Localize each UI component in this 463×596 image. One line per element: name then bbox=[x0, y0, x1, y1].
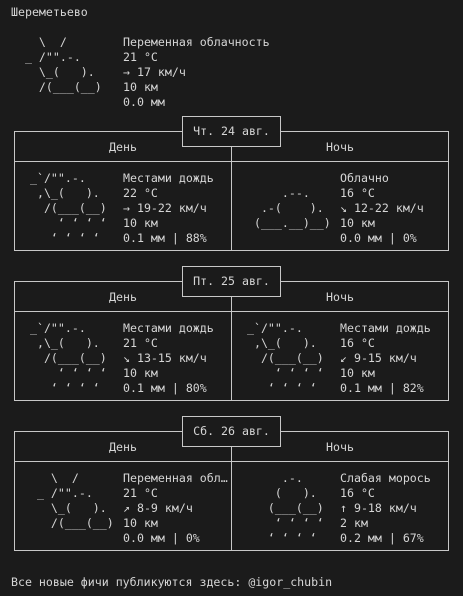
day-weather-art: _`/"".-. ,\_( ). /(___(__) ‘ ‘ ‘ ‘ ‘ ‘ ‘… bbox=[29, 171, 107, 245]
current-weather-art: \ / _ /"".-. \_( ). /(___(__) bbox=[24, 35, 102, 94]
date-label: Чт. 24 авг. bbox=[182, 116, 281, 147]
current-wind: → 17 км/ч bbox=[123, 65, 186, 79]
night-visibility: 10 км bbox=[340, 366, 375, 380]
night-temperature: 16 °C bbox=[340, 186, 375, 200]
header-divider bbox=[14, 161, 449, 162]
night-column-header: Ночь bbox=[326, 440, 354, 454]
current-condition: Переменная облачность bbox=[123, 35, 270, 49]
night-weather-art: .--. .-( ). (___.__)__) bbox=[253, 186, 331, 230]
column-divider bbox=[231, 431, 232, 551]
day-visibility: 10 км bbox=[123, 366, 158, 380]
location-title: Шереметьево bbox=[11, 5, 88, 19]
night-temperature: 16 °C bbox=[340, 486, 375, 500]
night-precipitation: 0.2 мм | 67% bbox=[340, 531, 424, 545]
day-visibility: 10 км bbox=[123, 516, 158, 530]
column-divider bbox=[231, 281, 232, 401]
day-precipitation: 0.1 мм | 80% bbox=[123, 381, 207, 395]
night-precipitation: 0.0 мм | 0% bbox=[340, 231, 417, 245]
day-condition: Местами дождь bbox=[123, 171, 214, 185]
day-weather-art: _`/"".-. ,\_( ). /(___(__) ‘ ‘ ‘ ‘ ‘ ‘ ‘… bbox=[29, 321, 107, 395]
night-temperature: 16 °C bbox=[340, 336, 375, 350]
night-condition: Слабая морось bbox=[340, 471, 431, 485]
night-wind: ↘ 12-22 км/ч bbox=[340, 201, 424, 215]
day-weather-art: \ / _ /"".-. \_( ). /(___(__) bbox=[36, 471, 114, 530]
day-condition: Местами дождь bbox=[123, 321, 214, 335]
current-temperature: 21 °C bbox=[123, 50, 158, 64]
date-label: Пт. 25 авг. bbox=[182, 266, 281, 297]
night-condition: Облачно bbox=[340, 171, 389, 185]
current-visibility: 10 км bbox=[123, 80, 158, 94]
day-wind: ↗ 8-9 км/ч bbox=[123, 501, 193, 515]
header-divider bbox=[14, 311, 449, 312]
day-temperature: 21 °C bbox=[123, 486, 158, 500]
night-visibility: 2 км bbox=[340, 516, 368, 530]
column-divider bbox=[231, 131, 232, 251]
night-column-header: Ночь bbox=[326, 140, 354, 154]
night-weather-art: .-. ( ). (___(__) ‘ ‘ ‘ ‘ ‘ ‘ ‘ ‘ bbox=[267, 471, 324, 545]
night-condition: Местами дождь bbox=[340, 321, 431, 335]
night-column-header: Ночь bbox=[326, 290, 354, 304]
day-column-header: День bbox=[109, 290, 137, 304]
day-column-header: День bbox=[109, 440, 137, 454]
day-wind: ↘ 13-15 км/ч bbox=[123, 351, 207, 365]
night-visibility: 10 км bbox=[340, 216, 375, 230]
header-divider bbox=[14, 461, 449, 462]
footer-text: Все новые фичи публикуются здесь: @igor_… bbox=[11, 575, 333, 589]
day-wind: → 19-22 км/ч bbox=[123, 201, 207, 215]
night-precipitation: 0.1 мм | 82% bbox=[340, 381, 424, 395]
day-temperature: 22 °C bbox=[123, 186, 158, 200]
date-label: Сб. 26 авг. bbox=[182, 416, 281, 447]
night-weather-art: _`/"".-. ,\_( ). /(___(__) ‘ ‘ ‘ ‘ ‘ ‘ ‘… bbox=[246, 321, 324, 395]
current-precipitation: 0.0 мм bbox=[123, 95, 165, 109]
day-visibility: 10 км bbox=[123, 216, 158, 230]
night-wind: ↙ 9-15 км/ч bbox=[340, 351, 417, 365]
day-temperature: 21 °C bbox=[123, 336, 158, 350]
day-precipitation: 0.0 мм | 0% bbox=[123, 531, 200, 545]
day-precipitation: 0.1 мм | 88% bbox=[123, 231, 207, 245]
day-column-header: День bbox=[109, 140, 137, 154]
day-condition: Переменная обл… bbox=[123, 471, 228, 485]
night-wind: ↑ 9-18 км/ч bbox=[340, 501, 417, 515]
